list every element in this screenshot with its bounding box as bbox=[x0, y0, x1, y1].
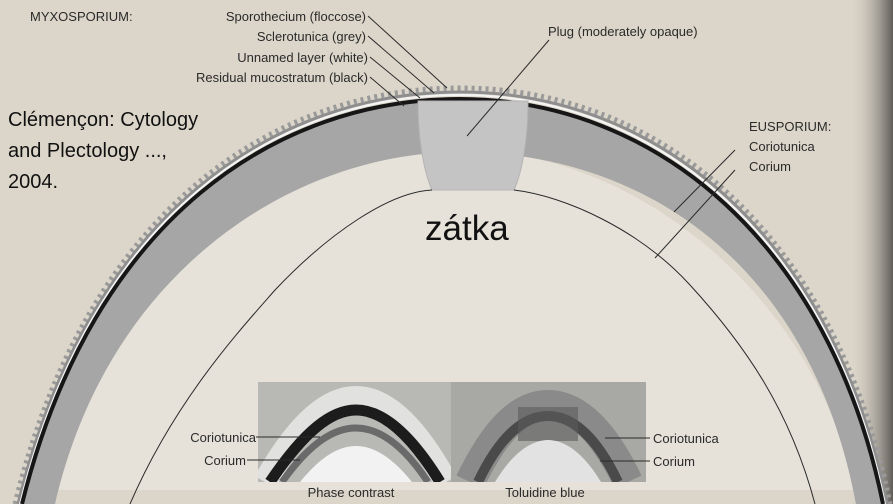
corium-label: Corium bbox=[749, 159, 791, 174]
left-coriotunica-label: Coriotunica bbox=[190, 430, 257, 445]
mucostratum-label: Residual mucostratum (black) bbox=[196, 70, 368, 85]
zatka-annotation: zátka bbox=[425, 209, 509, 248]
coriotunica-label: Coriotunica bbox=[749, 139, 816, 154]
right-coriotunica-label: Coriotunica bbox=[653, 431, 720, 446]
citation-line-2: and Plectology ..., bbox=[8, 140, 167, 162]
phase-contrast-caption: Phase contrast bbox=[308, 485, 395, 500]
sporothecium-label: Sporothecium (floccose) bbox=[226, 9, 366, 24]
eusporium-heading: EUSPORIUM: bbox=[749, 119, 831, 134]
sclerotunica-label: Sclerotunica (grey) bbox=[257, 29, 366, 44]
right-corium-label: Corium bbox=[653, 454, 695, 469]
plug-label: Plug (moderately opaque) bbox=[548, 24, 698, 39]
plug bbox=[418, 101, 528, 190]
micrograph-phase-contrast bbox=[258, 382, 451, 482]
citation-line-1: Clémençon: Cytology bbox=[8, 109, 198, 131]
micrograph-toluidine-blue bbox=[451, 382, 646, 482]
unnamed-layer-label: Unnamed layer (white) bbox=[237, 50, 368, 65]
myxosporium-heading: MYXOSPORIUM: bbox=[30, 9, 133, 24]
toluidine-blue-caption: Toluidine blue bbox=[505, 485, 585, 500]
left-corium-label: Corium bbox=[204, 453, 246, 468]
citation-line-3: 2004. bbox=[8, 171, 58, 193]
